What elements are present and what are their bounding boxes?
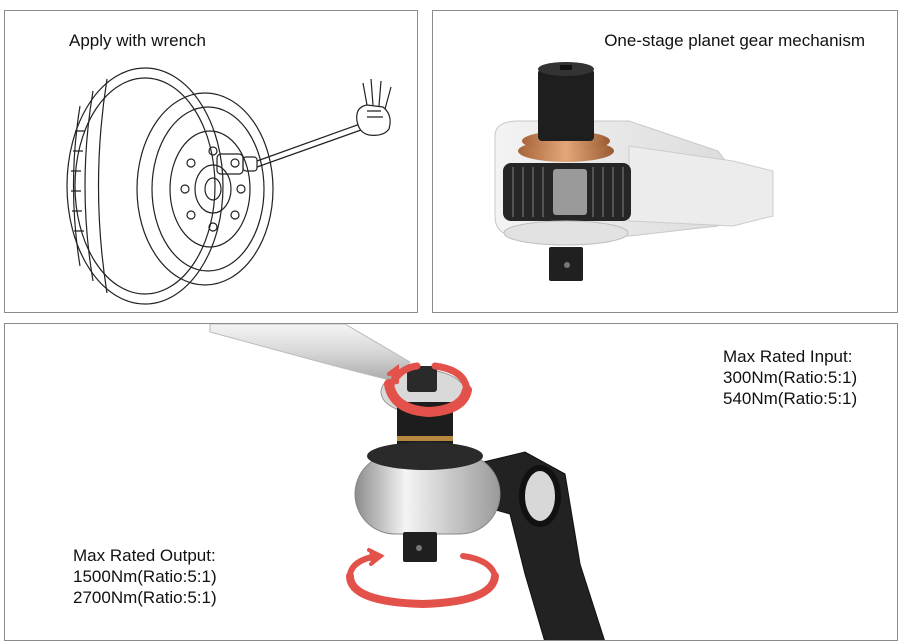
planet-gear-mechanism xyxy=(494,62,774,281)
input-title: Max Rated Input: xyxy=(723,347,853,366)
wheel-panel: Apply with wrench xyxy=(4,10,418,313)
rotation-arrow-icon xyxy=(346,362,499,609)
gear-panel: One-stage planet gear mechanism xyxy=(432,10,898,313)
multiplier-panel: Max Rated Input: 300Nm(Ratio:5:1) 540Nm(… xyxy=(4,323,898,641)
tire-illustration xyxy=(66,67,362,305)
output-title: Max Rated Output: xyxy=(73,546,216,565)
input-line-2: 540Nm(Ratio:5:1) xyxy=(723,389,858,408)
output-line-1: 1500Nm(Ratio:5:1) xyxy=(73,567,217,586)
gear-caption: One-stage planet gear mechanism xyxy=(604,31,865,50)
input-line-1: 300Nm(Ratio:5:1) xyxy=(723,368,858,387)
max-rated-output: Max Rated Output: 1500Nm(Ratio:5:1) 2700… xyxy=(73,545,217,608)
torque-multiplier xyxy=(209,324,605,640)
hand-icon xyxy=(356,78,392,136)
wheel-caption: Apply with wrench xyxy=(69,31,207,50)
output-line-2: 2700Nm(Ratio:5:1) xyxy=(73,588,217,607)
max-rated-input: Max Rated Input: 300Nm(Ratio:5:1) 540Nm(… xyxy=(723,346,857,409)
